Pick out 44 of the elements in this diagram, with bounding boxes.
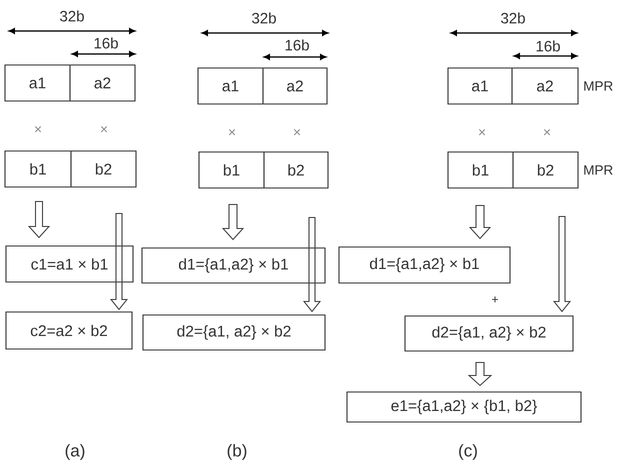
register-box: b2 <box>512 151 579 189</box>
dimension-label: 32b <box>252 12 276 24</box>
dimension-label: 32b <box>60 10 84 22</box>
multiply-sign: × <box>544 129 550 136</box>
register-box: a2 <box>511 67 579 105</box>
result-box: c1=a1 × b1 <box>5 245 134 283</box>
dimension-label: 16b <box>536 40 560 52</box>
block-arrow <box>552 216 572 312</box>
register-box: a1 <box>447 67 513 105</box>
multiply-sign: × <box>478 129 486 136</box>
multiply-sign: × <box>34 126 42 132</box>
panel-label: (c) <box>459 444 477 460</box>
panel-label: (a) <box>66 444 84 460</box>
block-arrow <box>468 205 492 240</box>
multiply-sign: × <box>100 126 108 132</box>
block-arrow <box>28 201 50 238</box>
dimension-label: 32b <box>501 12 525 24</box>
block-arrow <box>110 213 128 310</box>
result-box: d1={a1,a2} × b1 <box>141 247 326 284</box>
dimension-label: 16b <box>286 40 309 50</box>
register-box: a1 <box>197 67 264 105</box>
register-box: b2 <box>263 151 329 189</box>
result-box: d2={a1, a2} × b2 <box>142 314 326 351</box>
result-box: c2=a2 × b2 <box>5 311 133 350</box>
plus-sign: + <box>492 296 498 302</box>
register-box: a1 <box>4 64 71 102</box>
multiply-sign: × <box>294 129 300 136</box>
register-box: b1 <box>4 150 72 188</box>
block-arrow <box>222 204 244 240</box>
register-box: a2 <box>69 64 136 102</box>
block-arrow <box>302 217 322 312</box>
register-box: a2 <box>262 67 328 105</box>
multiply-sign: × <box>228 129 236 136</box>
register-label: MPR <box>584 81 613 91</box>
register-box: b1 <box>447 151 514 189</box>
result-box: d2={a1, a2} × b2 <box>404 315 574 352</box>
register-label: MPR <box>584 165 613 175</box>
register-box: b1 <box>198 151 265 189</box>
block-arrow <box>468 362 492 386</box>
panel-label: (b) <box>228 444 246 460</box>
dimension-label: 16b <box>94 38 118 48</box>
register-box: b2 <box>70 150 137 188</box>
result-box: e1={a1,a2} × {b1, b2} <box>346 391 582 423</box>
result-box: d1={a1,a2} × b1 <box>338 246 511 284</box>
